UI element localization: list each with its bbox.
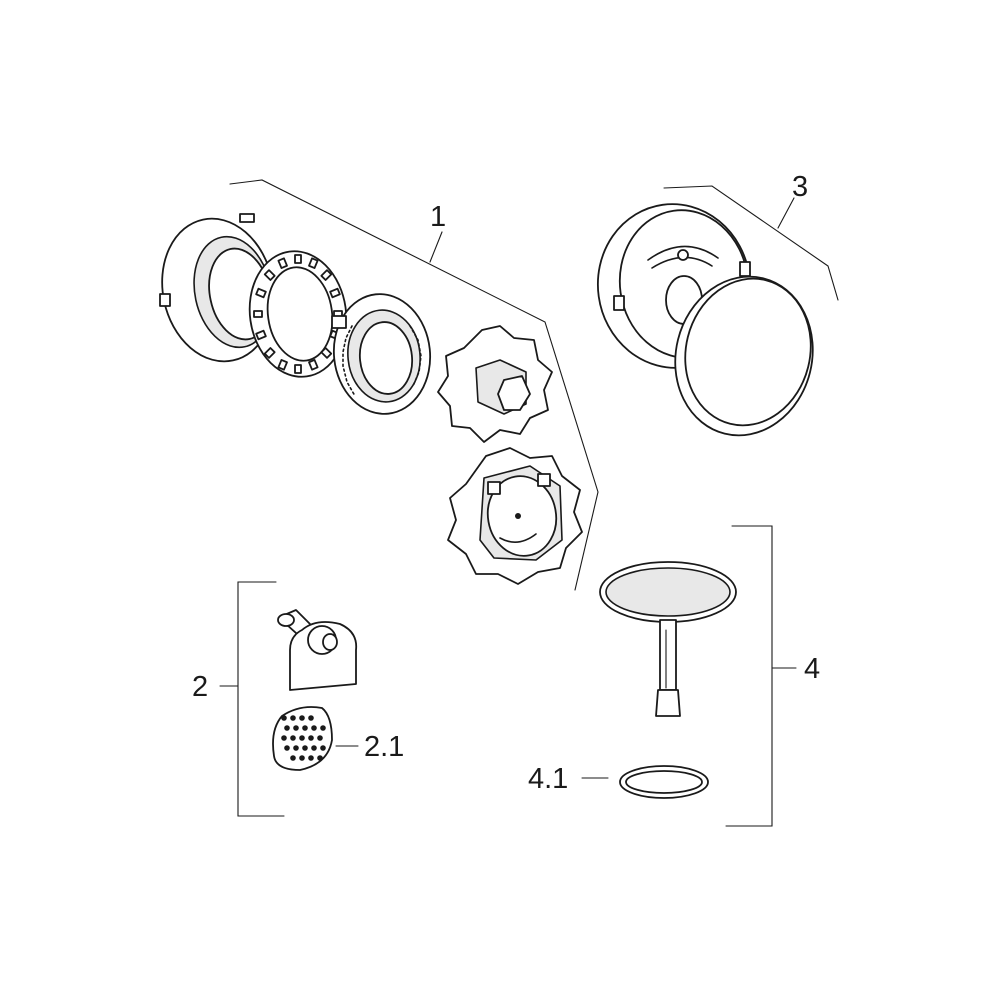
gasket-slot [255, 287, 267, 299]
strainer-hole [317, 735, 323, 741]
strainer-hole [284, 745, 290, 751]
strainer-hole [320, 725, 326, 731]
strainer-hole [281, 715, 287, 721]
gasket-slot [294, 364, 302, 374]
gasket-slot [277, 359, 288, 371]
strainer-hole [284, 725, 290, 731]
star-base [447, 447, 583, 585]
strainer-hole [311, 745, 317, 751]
gasket-slot [263, 269, 276, 281]
strainer-hole [311, 725, 317, 731]
strainer-hole [293, 745, 299, 751]
group-1-bracket [229, 179, 599, 591]
gasket-slot [320, 347, 333, 359]
callout-2-1: 2.1 [364, 731, 404, 763]
group-2-bracket [219, 581, 285, 817]
star-tool [437, 325, 553, 443]
gasket-slot [253, 310, 263, 318]
gasket-slot [277, 257, 288, 269]
valve-cap [277, 609, 358, 691]
callout-2: 2 [192, 671, 208, 703]
gasket-slot [308, 257, 319, 269]
strainer-hole [308, 755, 314, 761]
strainer-hole [293, 725, 299, 731]
strainer-hole [302, 725, 308, 731]
strainer-hole [281, 735, 287, 741]
group-4-bracket [725, 525, 797, 827]
gasket-slot [263, 347, 276, 359]
gasket-slot [320, 269, 333, 281]
strainer-hole [317, 755, 323, 761]
strainer-hole [308, 735, 314, 741]
perforated-strainer [272, 706, 359, 771]
strainer-hole [299, 755, 305, 761]
strainer-hole [320, 745, 326, 751]
toothed-locking-ring [331, 293, 432, 415]
strainer-hole [299, 735, 305, 741]
drain-plug [599, 561, 737, 717]
gasket-slot [308, 359, 319, 371]
gasket-slot [255, 329, 267, 341]
strainer-hole [290, 735, 296, 741]
gasket-slot [294, 254, 302, 264]
callout-3: 3 [792, 171, 808, 203]
strainer-hole [290, 715, 296, 721]
strainer-hole [290, 755, 296, 761]
callout-4-1: 4.1 [528, 763, 568, 795]
callout-4: 4 [804, 653, 820, 685]
gasket-slot [329, 287, 341, 299]
strainer-hole [308, 715, 314, 721]
group-3-bracket [663, 185, 839, 301]
cover-cap [674, 275, 814, 437]
callout-1: 1 [430, 201, 446, 233]
strainer-hole [299, 715, 305, 721]
strainer-hole [302, 745, 308, 751]
o-ring-seal [581, 765, 709, 799]
